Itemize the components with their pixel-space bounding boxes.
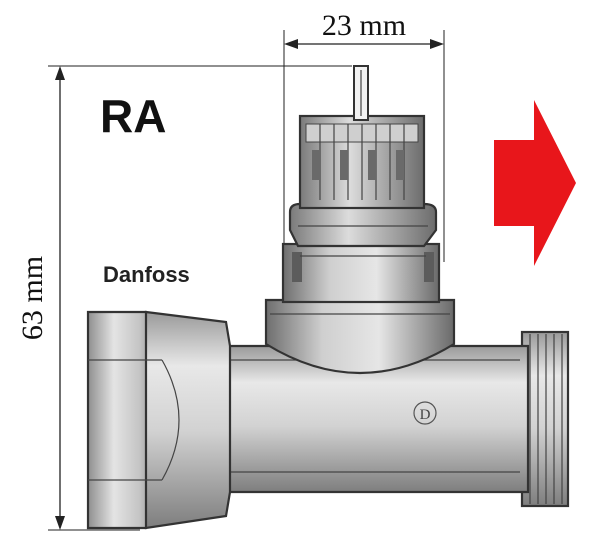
arrow-right-icon — [494, 100, 576, 266]
height-dimension — [48, 65, 352, 531]
width-label: 23 mm — [322, 9, 406, 42]
height-label: 63 mm — [16, 256, 49, 340]
valve-body: D — [86, 65, 570, 530]
width-dimension — [283, 30, 445, 262]
model-title: RA — [100, 90, 166, 142]
brand-label: Danfoss — [103, 262, 190, 287]
valve-mark: D — [420, 407, 431, 423]
